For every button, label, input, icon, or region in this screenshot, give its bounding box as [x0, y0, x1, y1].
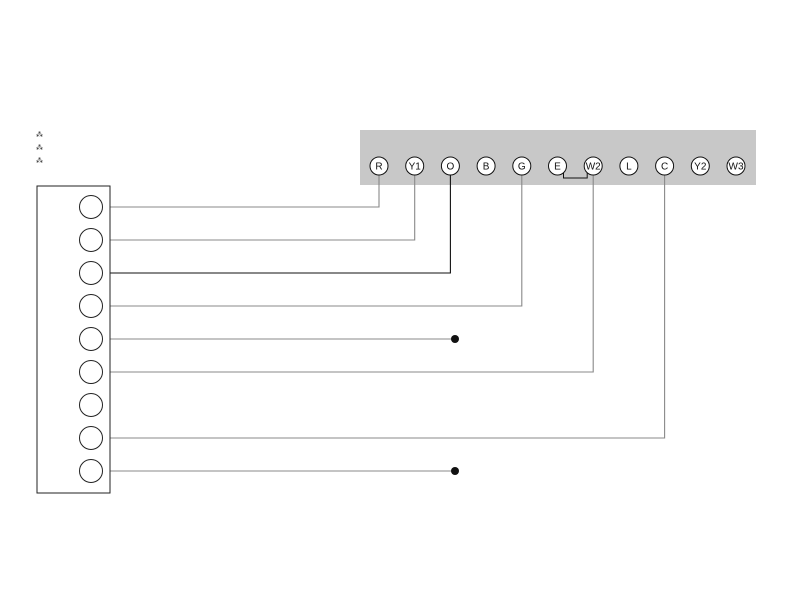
terminal-y2: Y2 — [691, 157, 709, 175]
terminal-label: R — [375, 162, 382, 173]
block-terminal — [80, 196, 103, 219]
block-terminal — [80, 427, 103, 450]
terminal-block-circles — [80, 196, 103, 483]
terminal-w3: W3 — [727, 157, 745, 175]
terminal-label: C — [661, 162, 668, 173]
terminal-label: B — [483, 162, 490, 173]
block-terminal — [80, 328, 103, 351]
terminal-l: L — [620, 157, 638, 175]
terminal-b: B — [477, 157, 495, 175]
terminal-label: G — [518, 162, 526, 173]
terminal-label: L — [626, 162, 632, 173]
terminal-label: Y1 — [409, 162, 422, 173]
terminal-label: O — [447, 162, 455, 173]
terminal-o: O — [441, 157, 459, 175]
terminal-r: R — [370, 157, 388, 175]
legend-mark-3: ⁂ — [36, 157, 43, 165]
wire-end-dot — [451, 467, 459, 475]
wires — [103, 175, 665, 475]
block-terminal — [80, 229, 103, 252]
terminal-g: G — [513, 157, 531, 175]
block-terminal — [80, 262, 103, 285]
terminal-label: W2 — [586, 162, 601, 173]
wire-end-dot — [451, 335, 459, 343]
block-terminal — [80, 394, 103, 417]
terminal-label: Y2 — [694, 162, 707, 173]
terminal-c: C — [656, 157, 674, 175]
wire-o — [103, 175, 451, 273]
block-terminal — [80, 361, 103, 384]
terminal-label: E — [554, 162, 561, 173]
wire-r — [103, 175, 380, 207]
terminal-w2: W2 — [584, 157, 602, 175]
block-terminal — [80, 460, 103, 483]
terminal-e: E — [549, 157, 567, 175]
terminal-y1: Y1 — [406, 157, 424, 175]
legend-marks: ⁂ ⁂ ⁂ — [36, 131, 43, 165]
legend-mark-2: ⁂ — [36, 144, 43, 152]
block-terminal — [80, 295, 103, 318]
terminal-label: W3 — [729, 162, 744, 173]
legend-mark-1: ⁂ — [36, 131, 43, 139]
